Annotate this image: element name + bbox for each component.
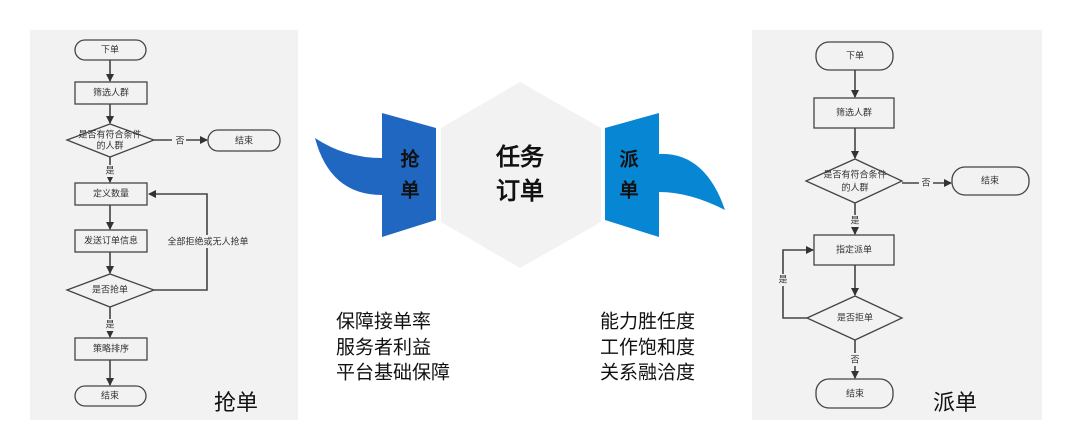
dispatch-benefit: 能力胜任度 xyxy=(600,311,695,333)
decision-label-2: 的人群 xyxy=(96,140,123,152)
decision-label-2: 的人群 xyxy=(841,182,868,194)
start-node xyxy=(815,41,894,71)
eligible-decision xyxy=(65,123,156,158)
assign-order-node xyxy=(813,234,895,266)
end-label: 结束 xyxy=(981,175,999,187)
end-label: 结束 xyxy=(101,390,119,402)
grab-benefit: 保障接单率 xyxy=(336,311,431,333)
grab-benefit: 平台基础保障 xyxy=(336,362,450,384)
dispatch-order-flowchart: 下单 筛选人群 是否有符合条件 的人群 否 结束 是 指定派单 是否拒单 是 否… xyxy=(752,30,1042,420)
yes-label: 是 xyxy=(105,166,114,177)
center-title-line2: 订单 xyxy=(496,177,544,205)
task-order-graphic: 抢 单 任务 订单 派 单 保障接单率 服务者利益 平台基础保障 能力胜任度 工… xyxy=(315,82,725,384)
left-wing xyxy=(382,113,436,237)
send-order-label: 发送订单信息 xyxy=(84,235,138,247)
filter-label: 筛选人群 xyxy=(836,107,872,119)
eligible-decision xyxy=(804,158,904,204)
dispatch-benefit: 关系融洽度 xyxy=(600,362,695,384)
loop-label: 全部拒绝或无人抢单 xyxy=(167,236,248,248)
end-node xyxy=(74,385,147,407)
start-label: 下单 xyxy=(846,50,864,62)
yes-label: 是 xyxy=(778,275,787,286)
grab-decision xyxy=(65,273,156,308)
panel-title: 派单 xyxy=(933,391,977,416)
decision-label-1: 是否有符合条件 xyxy=(823,169,886,181)
filter-node xyxy=(813,97,895,129)
grab-benefit: 服务者利益 xyxy=(336,337,431,359)
end-label: 结束 xyxy=(235,135,253,147)
yes-label: 是 xyxy=(850,216,859,227)
reject-decision-label: 是否拒单 xyxy=(837,312,873,324)
left-wing-char: 单 xyxy=(400,179,419,202)
filter-node xyxy=(74,81,148,105)
right-wing-char: 单 xyxy=(619,179,638,202)
strategy-sort-label: 策略排序 xyxy=(93,343,129,355)
end-label: 结束 xyxy=(846,388,864,400)
panel-background xyxy=(30,30,298,420)
reject-decision xyxy=(805,295,904,341)
end-node xyxy=(815,378,894,409)
center-hexagon xyxy=(441,82,601,268)
grab-order-flowchart: 下单 筛选人群 是否有符合条件 的人群 否 结束 是 定义数量 发送订单信息 是… xyxy=(30,30,298,420)
no-label: 否 xyxy=(921,178,930,189)
yes-label: 是 xyxy=(105,320,114,331)
right-wing-char: 派 xyxy=(619,149,639,171)
send-order-node xyxy=(74,229,148,253)
right-wing xyxy=(605,113,659,237)
dispatch-benefit: 工作饱和度 xyxy=(600,337,695,359)
center-title-line1: 任务 xyxy=(495,143,545,171)
strategy-sort-node xyxy=(74,337,148,361)
grab-decision-label: 是否抢单 xyxy=(92,284,128,296)
left-wave xyxy=(315,138,382,195)
left-wing-char: 抢 xyxy=(400,148,420,171)
define-quantity-label: 定义数量 xyxy=(93,188,129,200)
define-quantity-node xyxy=(74,182,148,206)
panel-background xyxy=(752,30,1042,420)
end-node xyxy=(207,129,281,152)
no-label: 否 xyxy=(850,355,859,366)
start-label: 下单 xyxy=(101,44,119,56)
filter-label: 筛选人群 xyxy=(93,87,129,99)
panel-title: 抢单 xyxy=(214,391,258,416)
assign-order-label: 指定派单 xyxy=(836,244,872,256)
start-node xyxy=(74,39,147,61)
right-wave xyxy=(659,153,725,210)
decision-label-1: 是否有符合条件 xyxy=(78,129,141,141)
end-node xyxy=(951,166,1030,196)
no-label: 否 xyxy=(175,136,184,147)
